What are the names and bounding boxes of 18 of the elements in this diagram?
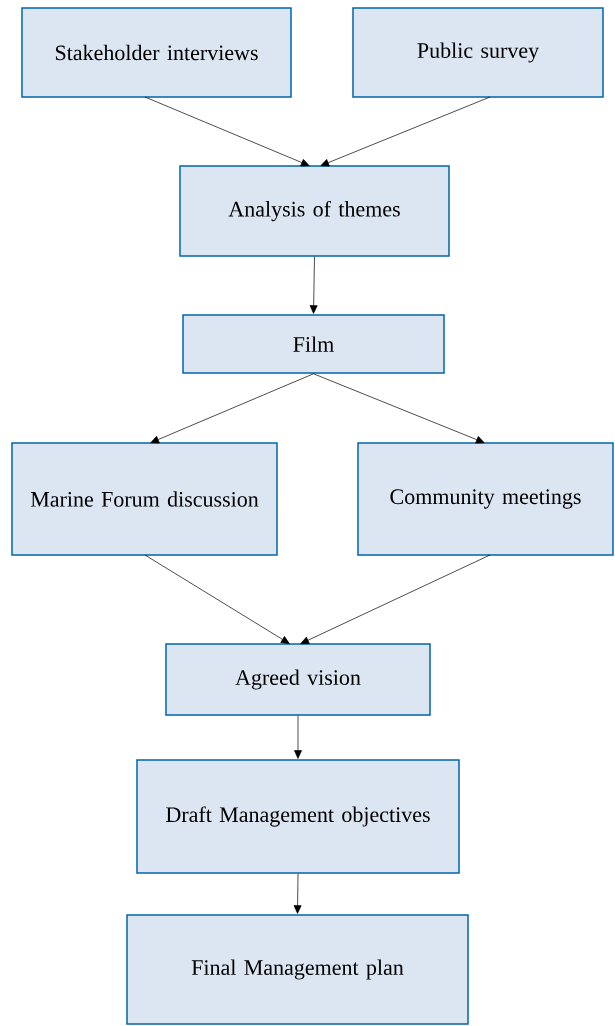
process-box: Community meetings — [357, 442, 614, 556]
process-box: Final Management plan — [126, 914, 469, 1025]
process-box: Analysis of themes — [179, 165, 450, 257]
process-box: Stakeholder interviews — [21, 7, 292, 98]
arrow — [300, 554, 491, 644]
process-box: Draft Management objectives — [136, 759, 460, 874]
process-box: Agreed vision — [165, 643, 431, 716]
arrow — [144, 554, 290, 644]
arrow — [150, 373, 314, 444]
process-box: Marine Forum discussion — [11, 442, 278, 556]
arrow — [313, 373, 485, 444]
process-box: Public survey — [352, 7, 604, 98]
arrow — [293, 873, 302, 914]
arrow — [309, 256, 318, 314]
arrow — [144, 96, 310, 167]
arrow — [320, 96, 491, 167]
process-box: Film — [182, 314, 445, 374]
arrow — [294, 715, 302, 759]
